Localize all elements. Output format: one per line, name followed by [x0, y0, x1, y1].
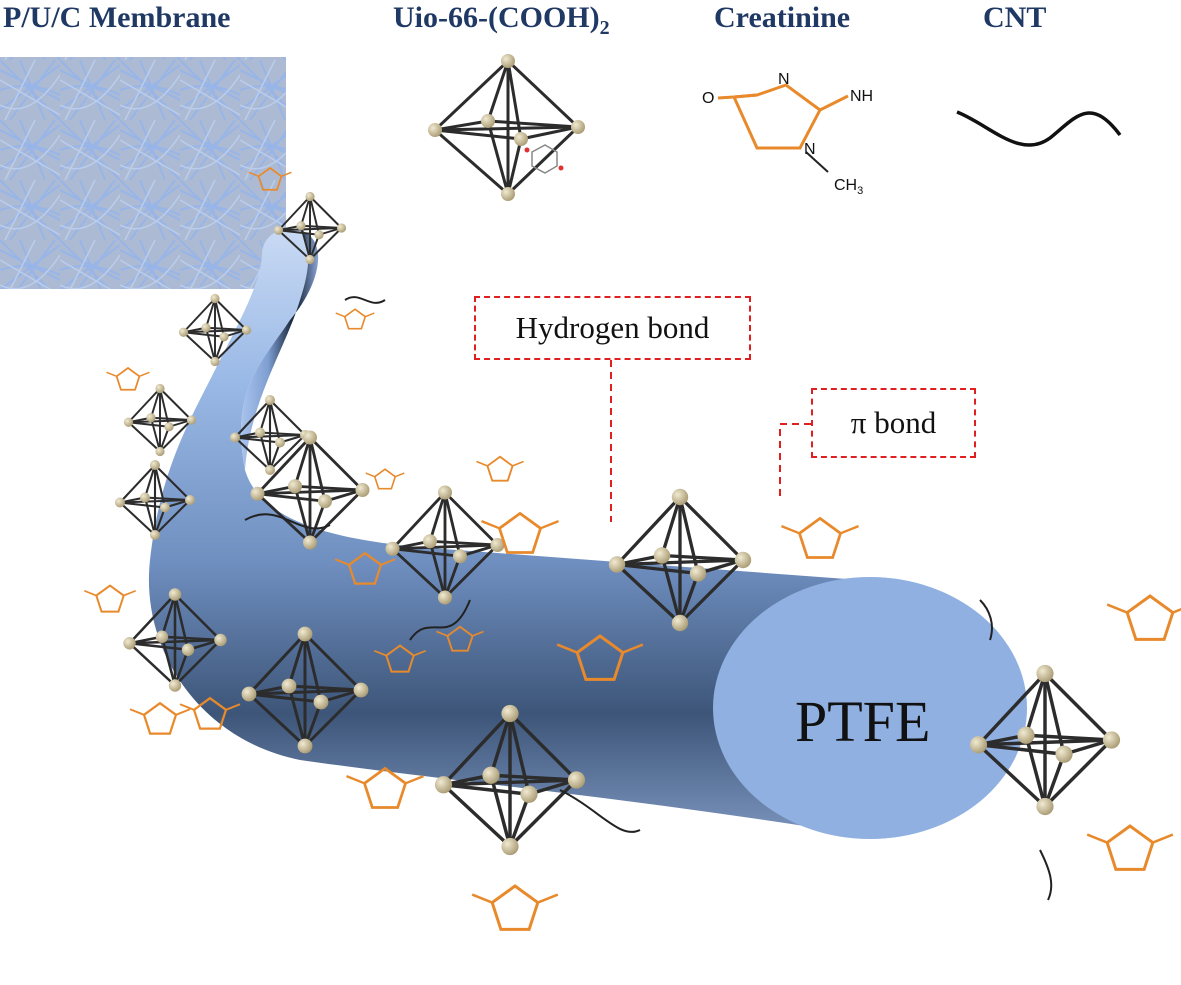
creatinine-molecule [481, 511, 559, 554]
svg-text:CH3: CH3 [834, 177, 863, 197]
creatinine-molecule [1086, 824, 1174, 871]
octahedron [115, 460, 195, 540]
legend-cnt-title: CNT [983, 1, 1047, 34]
creatinine-molecule [106, 366, 150, 391]
legend-membrane-title: P/U/C Membrane [3, 1, 231, 34]
ptfe-cross-section [713, 577, 1027, 839]
creatinine-molecule [334, 551, 396, 585]
svg-text:O: O [702, 90, 714, 107]
octahedron [608, 488, 752, 632]
creatinine-structure-icon: O N NH N CH3 [702, 71, 873, 197]
cnt-strand [1039, 849, 1053, 901]
cnt-strand [244, 513, 331, 530]
creatinine-molecule [436, 625, 484, 652]
ptfe-label: PTFE [795, 689, 931, 754]
uio66-octahedron-icon [428, 54, 585, 201]
creatinine-molecule [781, 516, 859, 559]
creatinine-molecule [179, 696, 241, 730]
octahedron [273, 191, 347, 265]
creatinine-molecule [476, 455, 524, 482]
creatinine-molecule [335, 308, 375, 330]
svg-text:N: N [804, 141, 816, 158]
svg-text:NH: NH [850, 88, 873, 105]
uio66-particles [115, 191, 1121, 856]
legend-creatinine-title: Creatinine [714, 1, 851, 34]
octahedron [250, 430, 370, 550]
octahedron [230, 395, 310, 475]
membrane-image [0, 57, 286, 289]
octahedron [178, 293, 252, 367]
octahedron [241, 626, 369, 754]
legend-uio66-title: Uio-66-(COOH)2 [393, 1, 610, 39]
pi-bond-callout: π bond [811, 388, 976, 458]
cnt-strand [344, 296, 386, 304]
creatinine-molecule [83, 584, 137, 613]
cnt-strand [559, 789, 641, 833]
octahedron [123, 383, 197, 457]
cnt-strand [979, 599, 993, 641]
octahedron [123, 588, 227, 692]
cnt-line-icon [956, 110, 1122, 147]
creatinine-molecule [471, 884, 559, 931]
octahedron [385, 485, 505, 605]
callout-connectors [610, 360, 811, 522]
octahedron [434, 704, 586, 856]
creatinine-molecule [129, 701, 191, 735]
creatinine-molecule [365, 468, 405, 490]
creatinine-molecule [1106, 594, 1181, 641]
creatinine-molecule [556, 634, 644, 681]
ptfe-fiber [148, 228, 1027, 839]
creatinine-molecule [346, 766, 424, 809]
creatinine-molecule [373, 644, 427, 673]
hydrogen-bond-callout: Hydrogen bond [474, 296, 751, 360]
svg-text:N: N [778, 71, 790, 88]
creatinine-molecules [83, 166, 1181, 931]
octahedron [969, 664, 1121, 816]
creatinine-molecule [248, 166, 292, 191]
cnt-strand [409, 599, 471, 641]
